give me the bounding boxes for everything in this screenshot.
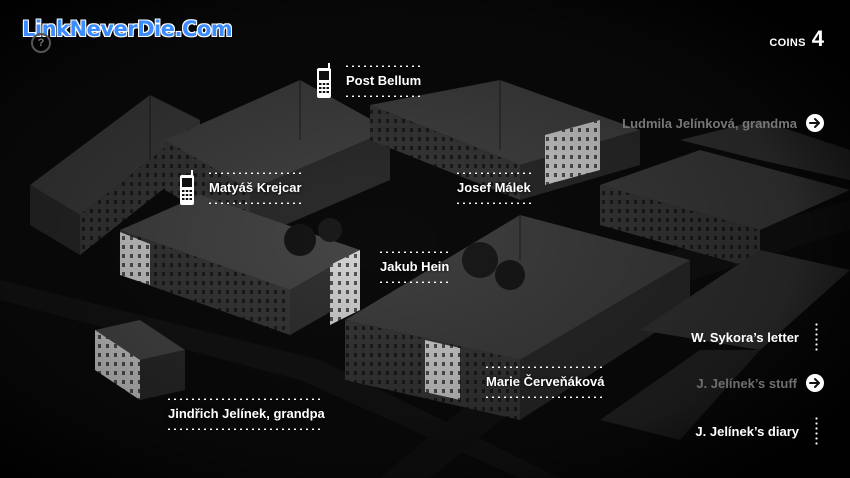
question-icon: ? (37, 37, 45, 49)
dotted-line (484, 396, 602, 398)
dotted-line (344, 95, 420, 97)
dotted-line (207, 202, 301, 204)
dotted-line (815, 322, 818, 352)
marker-label: Jakub Hein (380, 259, 450, 274)
side-item-sykora-letter[interactable]: W. Sykora’s letter (691, 322, 818, 352)
map-marker-matyas-krejcar[interactable]: Matyáš Krejcar (179, 170, 302, 206)
arrow-right-icon[interactable] (806, 374, 824, 392)
map-marker-jakub-hein[interactable]: Jakub Hein (378, 251, 450, 283)
marker-label: Matyáš Krejcar (209, 180, 302, 195)
map-marker-jindrich-jelinek[interactable]: Jindřich Jelínek, grandpa (166, 398, 325, 430)
marker-label: Josef Málek (457, 180, 531, 195)
dotted-line (166, 428, 323, 430)
dotted-line (455, 172, 533, 174)
dotted-line (344, 65, 420, 67)
marker-label: Jindřich Jelínek, grandpa (168, 406, 325, 421)
side-item-jelinek-stuff[interactable]: J. Jelínek’s stuff (696, 374, 824, 392)
watermark-logo: LinkNeverDie.Com (22, 17, 233, 41)
dotted-line (484, 366, 602, 368)
arrow-right-icon[interactable] (806, 114, 824, 132)
dotted-line (166, 398, 323, 400)
phone-icon (180, 170, 194, 205)
side-item-label: J. Jelínek’s diary (695, 423, 799, 439)
map-marker-marie-cervenakova[interactable]: Marie Červeňáková (484, 366, 605, 398)
dotted-line (378, 281, 450, 283)
dotted-line (455, 202, 533, 204)
map-marker-josef-malek[interactable]: Josef Málek (455, 172, 533, 204)
marker-label: Ludmila Jelínková, grandma (622, 115, 797, 131)
side-item-label: J. Jelínek’s stuff (696, 375, 797, 391)
dotted-line (815, 416, 818, 446)
coins-label: COINS (769, 37, 806, 49)
help-button[interactable]: ? (31, 33, 51, 53)
marker-label: Post Bellum (346, 73, 422, 88)
coins-value: 4 (811, 26, 824, 51)
marker-label: Marie Červeňáková (486, 374, 605, 389)
side-item-label: W. Sykora’s letter (691, 329, 799, 345)
coins-counter: COINS 4 (769, 26, 824, 52)
dotted-line (378, 251, 450, 253)
phone-icon (317, 63, 331, 98)
map-marker-post-bellum[interactable]: Post Bellum (316, 63, 422, 99)
dotted-line (207, 172, 301, 174)
offscreen-marker-ludmila[interactable]: Ludmila Jelínková, grandma (622, 114, 824, 132)
side-item-jelinek-diary[interactable]: J. Jelínek’s diary (695, 416, 818, 446)
